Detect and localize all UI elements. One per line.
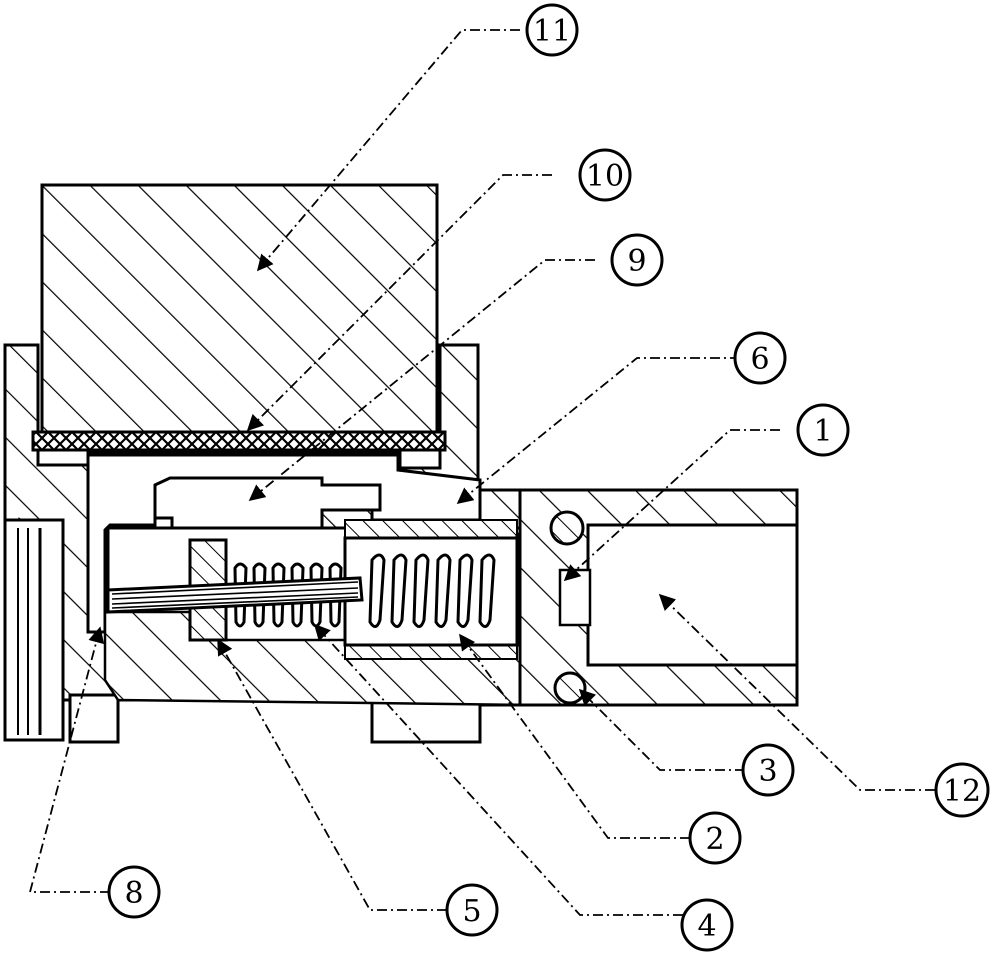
svg-text:9: 9 — [627, 244, 646, 279]
svg-text:5: 5 — [462, 894, 481, 929]
callout-9: 9 — [610, 233, 664, 287]
svg-text:3: 3 — [758, 754, 777, 789]
svg-text:12: 12 — [943, 774, 981, 809]
svg-text:8: 8 — [124, 876, 143, 911]
callout-11: 11 — [525, 3, 579, 57]
gasket-strip — [31, 430, 447, 452]
diaphragm-seat — [153, 476, 382, 532]
callout-2: 2 — [688, 811, 742, 865]
o-ring-lower — [553, 671, 587, 705]
plunger-sleeve — [344, 519, 518, 539]
mounting-foot-left — [68, 693, 120, 744]
o-ring-upper — [549, 510, 585, 546]
callout-8: 8 — [107, 865, 161, 919]
small-spring — [233, 562, 343, 628]
callout-5: 5 — [445, 883, 499, 937]
svg-text:10: 10 — [586, 159, 624, 194]
svg-text:4: 4 — [697, 909, 716, 944]
left-end-plate — [3, 518, 65, 742]
valve-stem — [106, 576, 364, 614]
svg-text:1: 1 — [813, 414, 832, 449]
callout-4: 4 — [680, 898, 734, 952]
svg-text:2: 2 — [705, 822, 724, 857]
outlet-bore — [586, 523, 799, 667]
svg-text:6: 6 — [750, 342, 769, 377]
svg-text:11: 11 — [533, 14, 571, 49]
callout-1: 1 — [796, 403, 850, 457]
callout-3: 3 — [741, 743, 795, 797]
callout-10: 10 — [578, 148, 632, 202]
callout-12: 12 — [934, 762, 990, 818]
main-spring — [368, 553, 496, 628]
callout-6: 6 — [733, 331, 787, 385]
leader-lines — [28, 29, 935, 916]
